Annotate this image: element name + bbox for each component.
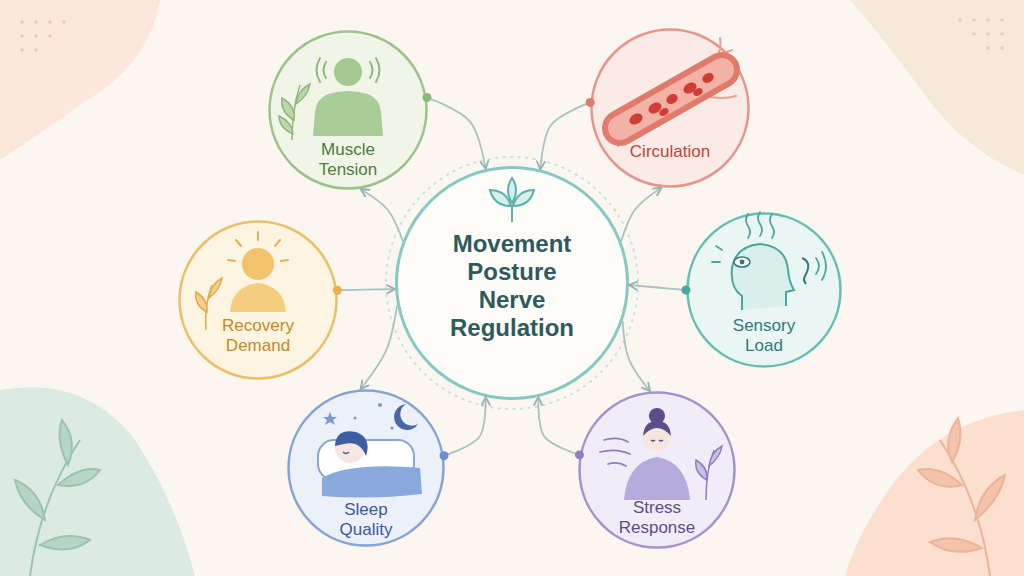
label-box: Recovery Demand	[213, 316, 303, 356]
corner-blob	[0, 387, 195, 576]
circle-shape	[688, 214, 841, 367]
node-label: Movement Posture Nerve Regulation	[437, 230, 587, 342]
corner-blob	[850, 0, 1024, 175]
label-box: Sensory Load	[719, 316, 809, 356]
connector-arrow	[444, 397, 486, 456]
label-box: Circulation	[610, 142, 730, 162]
hub-circle: Movement Posture Nerve Regulation	[395, 166, 629, 400]
label-box: Stress Response	[612, 498, 702, 538]
label-box: Movement Posture Nerve Regulation	[437, 230, 587, 342]
factor-circle: Muscle Tension	[268, 30, 428, 190]
circle-shape	[580, 393, 735, 548]
connector-arrow	[361, 189, 403, 241]
connector-arrow	[621, 188, 661, 242]
circle-shape	[180, 222, 337, 379]
node-label: Muscle Tension	[303, 140, 393, 180]
leaf-sprig	[918, 418, 1005, 576]
circle-shape	[289, 391, 444, 546]
node-label: Sleep Quality	[321, 500, 411, 540]
label-box: Sleep Quality	[321, 500, 411, 540]
factor-circle: Circulation	[590, 28, 750, 188]
node-label: Stress Response	[612, 498, 702, 538]
circle-shape	[270, 32, 427, 189]
circle-shape	[397, 168, 628, 399]
circle-shape	[592, 30, 749, 187]
dot-pattern	[20, 20, 66, 52]
factor-circle: Sensory Load	[686, 212, 842, 368]
connector-arrow	[629, 285, 686, 290]
connector-arrow	[623, 321, 650, 391]
label-box: Muscle Tension	[303, 140, 393, 180]
connector-arrow	[427, 97, 486, 169]
node-label: Circulation	[610, 142, 730, 162]
dot-pattern	[958, 18, 1004, 50]
node-label: Sensory Load	[719, 316, 809, 356]
factor-circle: Recovery Demand	[178, 220, 338, 380]
dotted-ring	[386, 157, 638, 409]
factor-circle: Sleep Quality	[287, 389, 445, 547]
circle-outline	[178, 220, 338, 380]
leaf-sprig	[15, 420, 100, 576]
node-label: Recovery Demand	[213, 316, 303, 356]
corner-blob	[0, 0, 160, 160]
factor-circle: Stress Response	[578, 391, 736, 549]
corner-blob	[845, 410, 1024, 576]
circle-outline	[590, 28, 750, 188]
connector-arrow	[540, 102, 590, 169]
